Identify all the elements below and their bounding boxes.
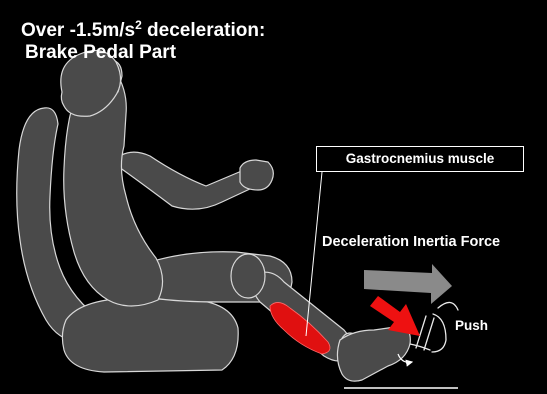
gastrocnemius-callout-label: Gastrocnemius muscle [316, 146, 524, 172]
push-label: Push [455, 317, 488, 334]
title-line-2: Brake Pedal Part [21, 42, 265, 64]
title-line-1: Over -1.5m/s2 deceleration: [21, 20, 265, 41]
slide-title: Over -1.5m/s2 deceleration: Brake Pedal … [21, 20, 265, 64]
deceleration-inertia-label: Deceleration Inertia Force [322, 233, 500, 251]
brake-pedal-icon [410, 302, 458, 352]
